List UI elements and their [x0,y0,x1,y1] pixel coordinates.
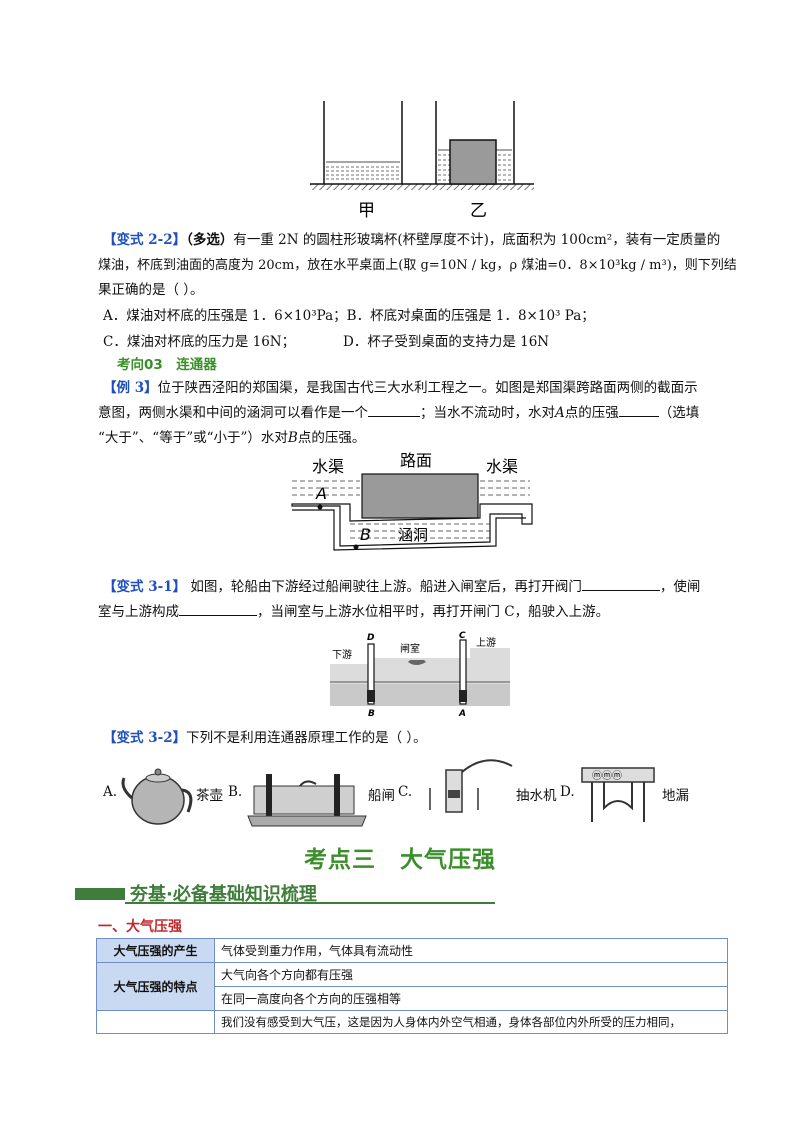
label-point-a: A [315,484,327,503]
table-row: 大气压强的产生 气体受到重力作用，气体具有流动性 [96,938,728,963]
q22-option-b: B．杯底对桌面的压强是 1．8×10³ Pa； [346,308,595,324]
q32-option-d-letter: D. [560,784,575,800]
ex3-blank-2[interactable] [618,402,659,417]
ex3-line3a: “大于”、“等于”或“小于”）水对 [98,430,288,446]
banner-underline [125,902,495,904]
canal-figure: 水渠 路面 水渠 A B 涵洞 [291,451,533,551]
q32-option-b-label: 船闸 [368,788,395,804]
label-point-b: B [360,525,371,544]
q31-tag: 【变式 3-1】 [103,579,187,595]
label-valve-b: B [368,709,375,718]
q32-option-b-letter: B. [228,784,243,800]
q32-text: 下列不是利用连通器原理工作的是（ ）。 [186,730,427,746]
beaker-yi [422,101,534,190]
q31-line2b: ，当闸室与上游水位相平时，再打开闸门 C，船驶入上游。 [257,604,610,620]
ex3-line3c: 点的压强。 [297,430,366,446]
ship-lock-figure: 下游 闸室 上游 D C B A [330,631,510,718]
kaodian-3-title: 考点三 大气压强 [304,847,496,873]
q22-multi-tag: （多选） [186,232,234,248]
beaker-jia [310,101,422,190]
q31-blank-2[interactable] [179,601,257,616]
ex3-line2b: ；当水不流动时，水对 [420,405,555,421]
ex3-tag: 【例 3】 [103,380,158,396]
q31-line2a: 室与上游构成 [98,604,179,620]
label-gate-c: C [459,631,466,641]
question-2-2: 【变式 2-2】（多选）有一重 2N 的圆柱形玻璃杯(杯壁厚度不计)，底面积为 … [98,228,737,303]
table-cell: 大气向各个方向都有压强 [214,962,728,987]
q22-line3: 果正确的是（ ）。 [98,282,204,298]
water-pump-icon [429,759,513,813]
banner-bar [75,888,125,900]
banner-text: 夯基·必备基础知识梳理 [130,884,317,905]
label-chamber: 闸室 [400,642,420,655]
label-culvert: 涵洞 [398,526,428,544]
table-head-cell: 大气压强的产生 [96,938,215,963]
q31-line1a: 如图，轮船由下游经过船闸驶往上游。船进入闸室后，再打开阀门 [190,579,582,595]
table-cell: 我们没有感受到大气压，这是因为人身体内外空气相通，身体各部位内外所受的压力相同， [214,1010,728,1034]
q32-option-a-letter: A. [103,784,118,800]
ex3-line2d: 点的压强 [564,405,619,421]
table-row: 大气压强的特点 大气向各个方向都有压强 [96,962,728,1011]
ex3-blank-1[interactable] [368,402,420,417]
table-head-cell: 大气压强的特点 [96,962,215,1011]
table-cell: 气体受到重力作用，气体具有流动性 [214,938,728,963]
table-row: 我们没有感受到大气压，这是因为人身体内外空气相通，身体各部位内外所受的压力相同， [96,1010,728,1034]
label-upstream: 上游 [476,636,496,649]
label-canal-right: 水渠 [486,457,518,476]
ex3-line2e: （选填 [658,405,700,421]
label-jia: 甲 [358,201,375,221]
q22-line1: 有一重 2N 的圆柱形玻璃杯(杯壁厚度不计)，底面积为 100cm²，装有一定质… [233,232,721,248]
ex3-line1: 位于陕西泾阳的郑国渠，是我国古代三大水利工程之一。如图是郑国渠跨路面两侧的截面示 [157,380,698,396]
q32-option-d-label: 地漏 [662,788,689,804]
table-cell: 在同一高度向各个方向的压强相等 [214,986,728,1011]
q22-options-row2: C．煤油对杯底的压力是 16N； D．杯子受到桌面的支持力是 16N [103,330,549,350]
pressure-table: 大气压强的产生 气体受到重力作用，气体具有流动性 大气压强的特点 大气向各个方向… [96,938,728,1034]
ex3-point-b: B [287,430,298,446]
example-3: 【例 3】位于陕西泾阳的郑国渠，是我国古代三大水利工程之一。如图是郑国渠跨路面两… [98,376,723,451]
teapot-icon [121,768,193,825]
svg-text:ⓜⓜⓜ: ⓜⓜⓜ [592,770,622,782]
label-downstream: 下游 [332,648,352,661]
ex3-point-a: A [555,405,565,421]
section-1-heading: 一、大气压强 [98,919,182,935]
q31-line1b: ，使闸 [659,579,701,595]
ex3-line2a: 意图，两侧水渠和中间的涵洞可以看作是一个 [98,405,368,421]
floor-drain-icon: ⓜⓜⓜ [581,767,655,822]
question-3-2: 【变式 3-2】下列不是利用连通器原理工作的是（ ）。 [103,726,427,746]
q32-option-c-letter: C. [398,784,413,800]
label-road: 路面 [400,451,432,470]
label-yi: 乙 [470,201,487,221]
question-3-1: 【变式 3-1】 如图，轮船由下游经过船闸驶往上游。船进入闸室后，再打开阀门 ，使… [98,575,723,625]
beaker-figure: 甲 乙 [310,101,534,221]
q31-blank-1[interactable] [581,576,660,591]
label-canal-left: 水渠 [312,457,344,476]
ship-lock-icon [247,774,367,827]
label-gate-d: D [367,633,375,643]
section-banner: 夯基·必备基础知识梳理 [75,880,495,905]
label-valve-a: A [458,709,466,718]
q22-tag: 【变式 2-2】 [103,232,187,248]
q22-line2: 煤油，杯底到油面的高度为 20cm，放在水平桌面上(取 g=10N / kg，ρ… [98,258,737,273]
q22-option-a: A．煤油对杯底的压强是 1．6×10³Pa； [103,308,347,324]
q32-option-a-label: 茶壶 [196,788,223,804]
q32-option-c-label: 抽水机 [516,788,557,804]
topic-03-heading: 考向03 连通器 [117,357,217,373]
q22-option-d: D．杯子受到桌面的支持力是 16N [343,334,550,350]
q22-options-row1: A．煤油对杯底的压强是 1．6×10³Pa；B．杯底对桌面的压强是 1．8×10… [103,304,595,324]
table-head-cell-empty [96,1010,215,1034]
q32-tag: 【变式 3-2】 [103,730,187,746]
q22-option-c: C．煤油对杯底的压力是 16N； [103,334,296,350]
